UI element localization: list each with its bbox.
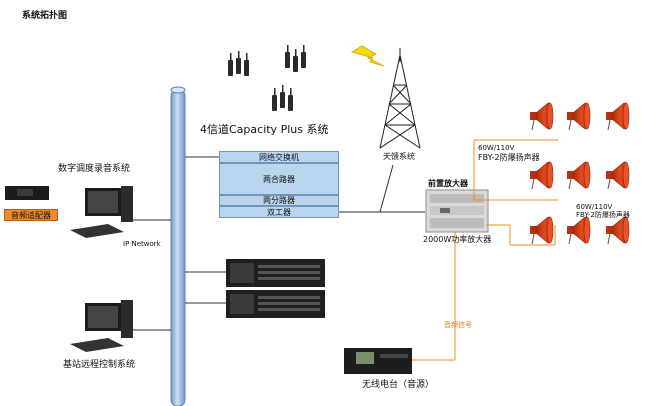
preamp-label: 前置放大器 [428,179,468,188]
ip-backbone [170,86,186,406]
base-radio [344,348,412,374]
wireless-bolt [351,45,385,67]
diagram-title: 系统拓扑图 [22,11,68,21]
handheld-radios-3 [272,85,293,111]
antenna-label: 天馈系统 [383,152,415,161]
repeater-2 [226,290,325,318]
horn-speaker-icon [530,161,554,190]
radio-source-label: 无线电台（音源） [362,380,435,390]
network-switch: 网络交换机 [219,151,339,163]
dispatch-computer [70,186,133,238]
horn-speaker-icon [567,102,591,131]
amplifier-label: 2000W功率放大器 [423,235,492,244]
remote-computer [70,300,133,352]
horn-speaker-icon [606,102,630,131]
audio-signal-label: 音频信号 [444,321,472,329]
combiner: 两合路器 [219,163,339,195]
speaker-group-1-spec: 60W/110V [478,144,515,152]
handheld-radios-2 [285,45,306,72]
system-title: 4信道Capacity Plus 系统 [200,123,329,136]
audio-links [412,139,558,361]
backbone-links [130,156,425,331]
handheld-radios-1 [228,51,249,76]
remote-control-label: 基站远程控制系统 [63,360,136,370]
horn-speaker-icon [567,161,591,190]
ip-network-label: IP Network [123,240,161,248]
duplexer: 双工器 [219,206,339,218]
horn-speaker-icon [530,102,554,131]
horn-speaker-icon [530,216,554,245]
dispatch-label: 数字调度录音系统 [58,164,131,174]
horn-speaker-icon [606,216,630,245]
power-amplifier [425,189,489,233]
splitter: 两分路器 [219,195,339,206]
mobile-radio-dispatch [5,186,49,200]
horn-speaker-icon [606,161,630,190]
horn-speaker-icon [567,216,591,245]
speaker-group-2-name: FBY-2防爆扬声器 [576,211,630,219]
audio-adapter: 音频适配器 [4,209,58,221]
speaker-group-1-name: FBY-2防爆扬声器 [478,153,540,162]
repeater-1 [226,259,325,287]
antenna-tower [379,48,421,149]
speaker-group-2-spec: 60W/110V [576,203,613,211]
